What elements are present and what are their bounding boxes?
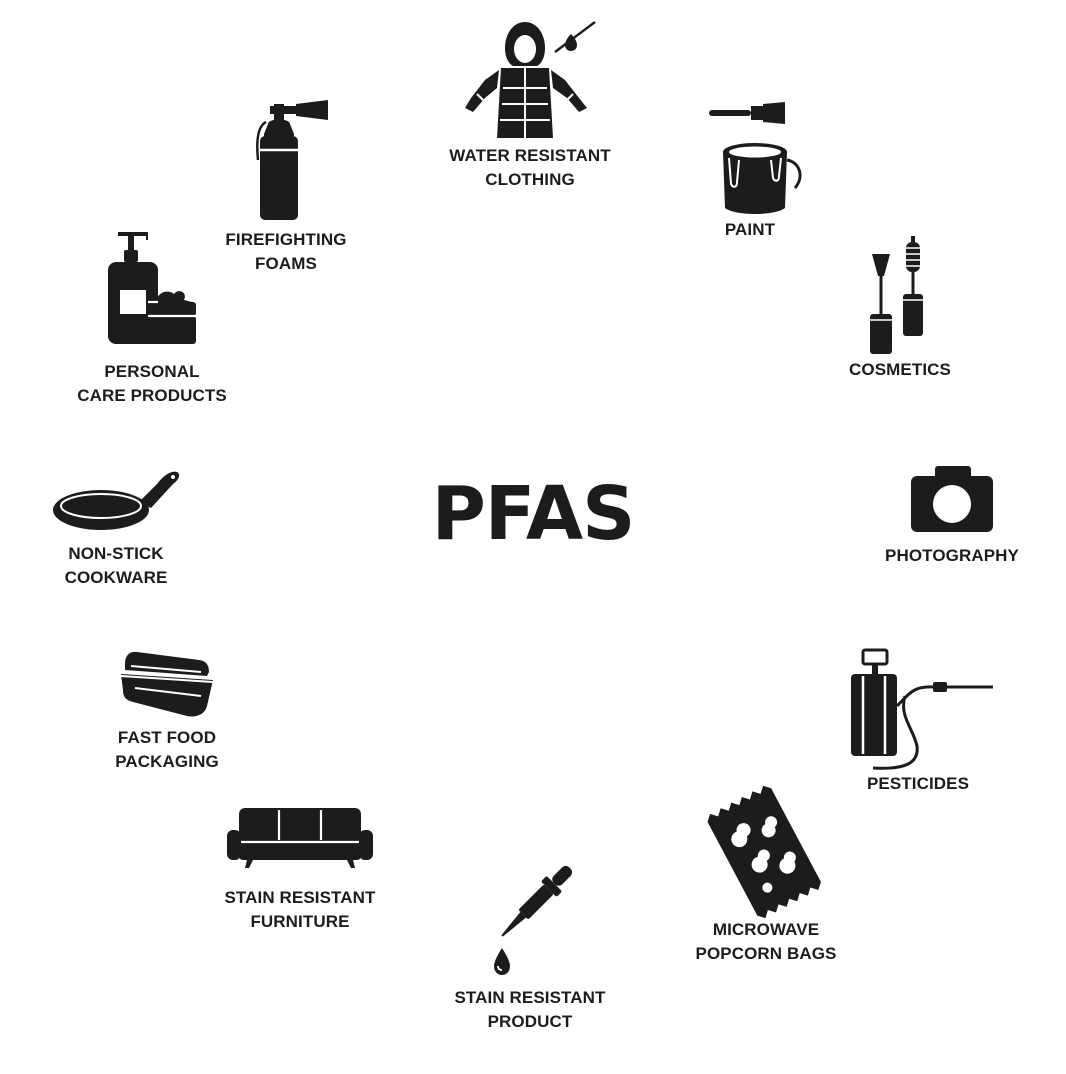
item-photography: PHOTOGRAPHY [872, 464, 1032, 568]
item-label-line-1: PESTICIDES [866, 774, 970, 793]
item-firefighting-foams: FIREFIGHTING FOAMS [206, 100, 366, 276]
item-label-line-1: FAST FOOD [117, 728, 217, 747]
popcorn-bag-icon [707, 785, 821, 919]
item-fast-food-packaging: FAST FOOD PACKAGING [92, 648, 242, 774]
item-label-line-2: FURNITURE [250, 912, 350, 931]
camera-icon [911, 466, 993, 532]
cosmetics-icon [870, 236, 923, 354]
item-label-line-1: COSMETICS [849, 360, 951, 379]
item-label-line-1: PERSONAL [104, 362, 200, 381]
item-stain-resistant-product: STAIN RESISTANT PRODUCT [430, 862, 630, 1034]
lotion-bottle-icon [108, 232, 196, 344]
item-label-line-1: PAINT [724, 220, 776, 239]
item-label-line-2: PRODUCT [487, 1012, 573, 1031]
item-label-line-2: CLOTHING [485, 170, 575, 189]
item-label-line-1: PHOTOGRAPHY [885, 546, 1019, 565]
item-label-line-1: WATER RESISTANT [449, 146, 611, 165]
item-water-resistant-clothing: WATER RESISTANT CLOTHING [430, 18, 630, 192]
item-label-line-2: PACKAGING [115, 752, 219, 771]
sofa-icon [227, 808, 373, 868]
item-label-line-2: CARE PRODUCTS [77, 386, 227, 405]
item-label-line-2: POPCORN BAGS [695, 944, 837, 963]
item-paint: PAINT [690, 100, 810, 242]
item-label-line-2: FOAMS [255, 254, 317, 273]
item-label-line-1: STAIN RESISTANT [224, 888, 376, 907]
frying-pan-icon [53, 471, 180, 530]
dropper-icon [494, 865, 573, 975]
item-microwave-popcorn-bags: MICROWAVE POPCORN BAGS [678, 784, 854, 966]
pesticide-sprayer-icon [851, 648, 993, 770]
item-label-line-1: MICROWAVE [712, 920, 820, 939]
hooded-jacket-icon [465, 21, 596, 138]
item-label-line-1: STAIN RESISTANT [454, 988, 606, 1007]
item-label-line-1: FIREFIGHTING [225, 230, 347, 249]
item-cosmetics: COSMETICS [840, 234, 960, 382]
item-label-line-2: COOKWARE [64, 568, 168, 587]
item-label-line-1: NON-STICK [68, 544, 164, 563]
item-pesticides: PESTICIDES [830, 646, 1006, 796]
item-non-stick-cookware: NON-STICK COOKWARE [40, 468, 192, 590]
food-container-icon [120, 651, 214, 717]
paint-bucket-icon [709, 102, 802, 214]
item-personal-care-products: PERSONAL CARE PRODUCTS [62, 228, 242, 408]
item-stain-resistant-furniture: STAIN RESISTANT FURNITURE [200, 806, 400, 934]
center-title: PFAS [431, 471, 636, 557]
fire-extinguisher-icon [256, 100, 328, 220]
